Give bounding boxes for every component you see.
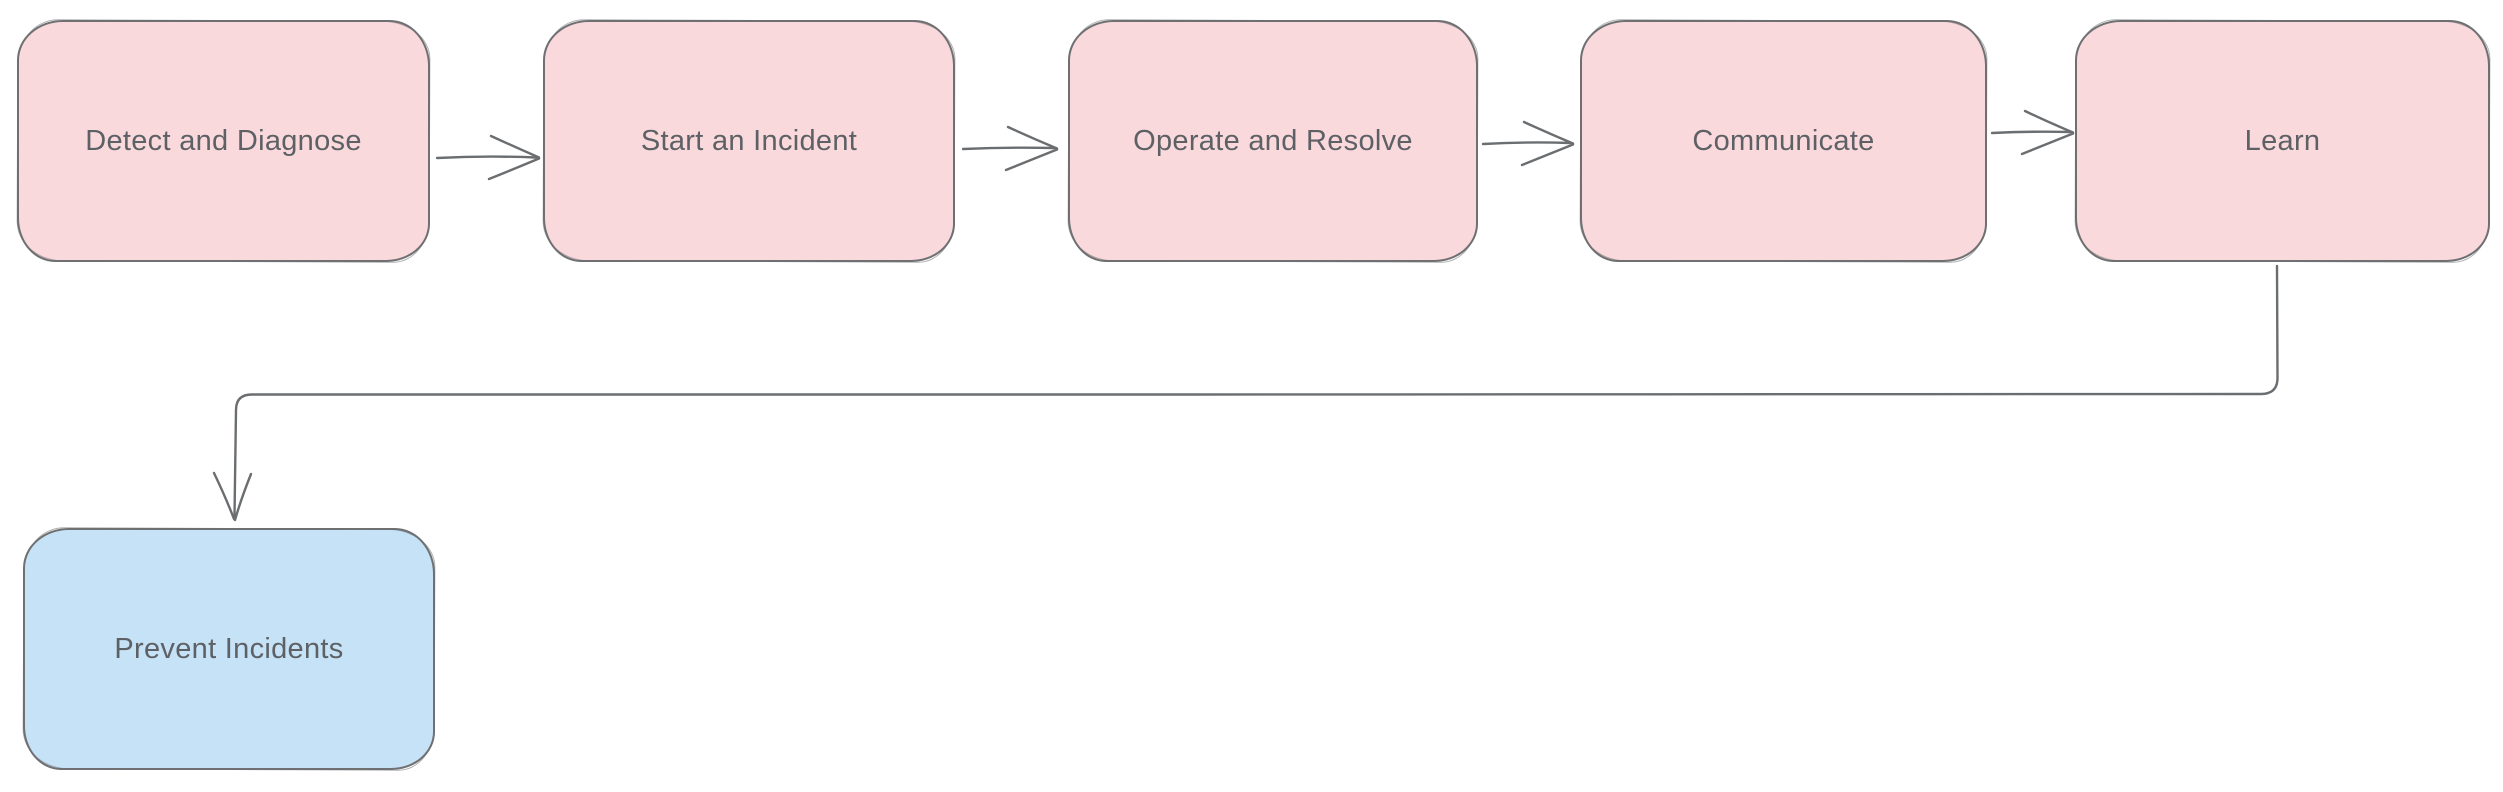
node-label: Learn bbox=[2244, 124, 2321, 157]
node-detect-and-diagnose[interactable]: Detect and Diagnose bbox=[17, 20, 430, 262]
edge-detect-to-start[interactable] bbox=[435, 134, 541, 181]
node-communicate[interactable]: Communicate bbox=[1580, 20, 1987, 262]
node-label: Operate and Resolve bbox=[1133, 124, 1413, 157]
node-learn[interactable]: Learn bbox=[2075, 20, 2490, 262]
node-start-an-incident[interactable]: Start an Incident bbox=[543, 20, 955, 262]
edge-start-to-operate[interactable] bbox=[961, 125, 1059, 172]
edge-communicate-to-learn[interactable] bbox=[1990, 109, 2075, 156]
edge-learn-to-prevent[interactable] bbox=[212, 264, 2279, 522]
node-prevent-incidents[interactable]: Prevent Incidents bbox=[23, 528, 435, 770]
node-label: Communicate bbox=[1692, 124, 1875, 157]
node-label: Prevent Incidents bbox=[114, 632, 344, 665]
node-label: Detect and Diagnose bbox=[85, 124, 362, 157]
node-label: Start an Incident bbox=[640, 124, 858, 157]
edge-operate-to-communicate[interactable] bbox=[1481, 120, 1575, 167]
node-operate-and-resolve[interactable]: Operate and Resolve bbox=[1068, 20, 1478, 262]
